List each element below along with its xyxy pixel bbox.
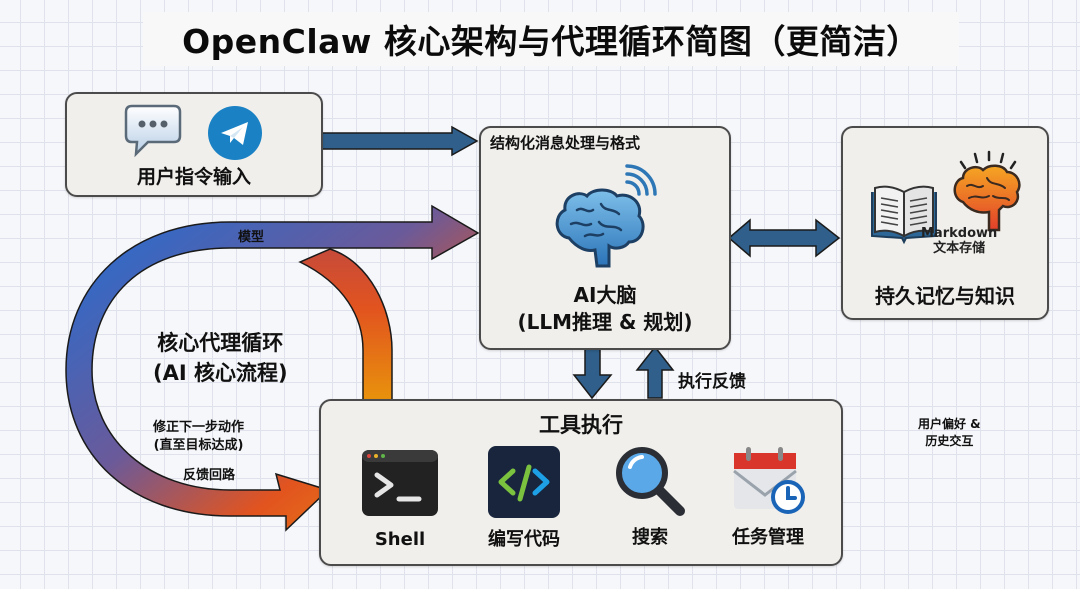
execution-feedback-label: 执行反馈 bbox=[678, 372, 746, 392]
tool-task-management-label: 任务管理 bbox=[732, 527, 804, 548]
tool-search[interactable]: 搜索 bbox=[595, 447, 705, 549]
tool-shell[interactable]: Shell bbox=[345, 449, 455, 550]
user-preference-label: 用户偏好 & 历史交互 bbox=[918, 416, 981, 450]
user-input-label: 用户指令输入 bbox=[136, 166, 251, 188]
tools-to-brain-arrow bbox=[635, 345, 675, 399]
tool-shell-label: Shell bbox=[374, 529, 426, 550]
user-input-box: 用户指令输入 bbox=[65, 92, 323, 197]
text-storage-label: 文本存储 bbox=[933, 241, 986, 256]
persistent-memory-label: 持久记忆与知识 bbox=[875, 284, 1015, 308]
brain-glow-icon bbox=[949, 150, 1025, 236]
loop-subtitle: 修正下一步动作 (直至目标达成) bbox=[153, 419, 244, 455]
user-preference-line1: 用户偏好 & bbox=[918, 417, 981, 431]
tool-task-management[interactable]: 任务管理 bbox=[713, 447, 823, 549]
code-icon bbox=[487, 446, 561, 523]
structured-message-label: 结构化消息处理与格式 bbox=[490, 134, 641, 152]
tool-search-label: 搜索 bbox=[632, 527, 668, 548]
core-loop-arrow bbox=[65, 204, 480, 532]
tool-write-code[interactable]: 编写代码 bbox=[469, 446, 579, 551]
brain-to-tools-arrow bbox=[572, 346, 613, 400]
core-loop-title-line1: 核心代理循环 bbox=[157, 331, 284, 355]
calendar-mail-icon bbox=[730, 447, 806, 521]
ai-brain-box: 结构化消息处理与格式 AI大脑 (LLM推理 & 规划) bbox=[479, 126, 731, 350]
tool-execution-box: 工具执行 Shell 编写代码 bbox=[319, 399, 843, 566]
brain-memory-double-arrow bbox=[727, 218, 841, 258]
model-label: 模型 bbox=[238, 230, 265, 245]
page-title: OpenClaw 核心架构与代理循环简图（更简洁） bbox=[182, 22, 920, 61]
tool-write-code-label: 编写代码 bbox=[488, 529, 560, 550]
persistent-memory-box: Markdown 文本存储 持久记忆与知识 bbox=[841, 126, 1049, 320]
markdown-storage-caption: Markdown 文本存储 bbox=[921, 226, 997, 256]
telegram-icon bbox=[207, 105, 263, 165]
brain-icon bbox=[549, 186, 649, 276]
chat-bubble-icon bbox=[124, 104, 182, 160]
ai-brain-title: AI大脑 (LLM推理 & 规划) bbox=[481, 282, 729, 336]
user-preference-line2: 历史交互 bbox=[925, 434, 974, 448]
signal-icon bbox=[623, 164, 659, 200]
title-bar: OpenClaw 核心架构与代理循环简图（更简洁） bbox=[143, 12, 959, 66]
input-to-brain-arrow bbox=[320, 125, 479, 157]
ai-brain-subtitle: (LLM推理 & 规划) bbox=[517, 310, 693, 334]
markdown-label: Markdown bbox=[921, 226, 998, 241]
core-loop-title-line2: (AI 核心流程) bbox=[153, 361, 288, 385]
feedback-loop-label: 反馈回路 bbox=[183, 468, 236, 483]
loop-inner-arc bbox=[298, 248, 393, 401]
ai-brain-name: AI大脑 bbox=[573, 283, 637, 307]
loop-subtitle-line1: 修正下一步动作 bbox=[153, 420, 245, 435]
magnifier-icon bbox=[614, 447, 686, 521]
terminal-icon bbox=[361, 450, 439, 521]
book-icon bbox=[869, 182, 939, 248]
core-loop-title: 核心代理循环 (AI 核心流程) bbox=[153, 328, 288, 388]
tool-execution-title: 工具执行 bbox=[539, 413, 623, 437]
loop-subtitle-line2: (直至目标达成) bbox=[153, 438, 244, 453]
